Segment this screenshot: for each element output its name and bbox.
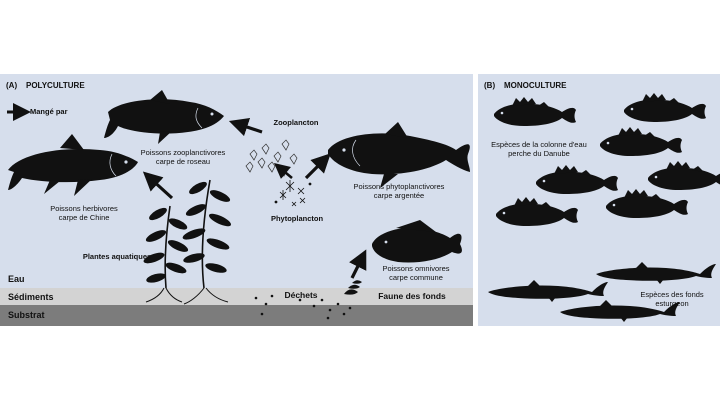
arrow-benthos-to-common-carp: [349, 249, 367, 279]
perch-fish-4: [536, 165, 618, 194]
common-carp-fish: [372, 220, 462, 263]
grass-carp-fish: [8, 134, 138, 196]
aquatic-plant-left: [143, 205, 189, 303]
omnivore-line1: Poissons omnivores: [382, 264, 450, 273]
zooplanktivore-line2: carpe de roseau: [155, 157, 211, 166]
perch-fish-1: [494, 97, 576, 126]
benthos-label: Faune des fonds: [378, 291, 446, 301]
panel-a-title: POLYCULTURE: [26, 81, 85, 90]
bottom-species-label: Espèces des fonds esturgeon: [628, 290, 716, 308]
sediment-layer-label: Sédiments: [8, 292, 54, 302]
water-column-line1: Espèces de la colonne d'eau: [491, 140, 587, 149]
omnivore-line2: carpe commune: [389, 273, 443, 282]
phytoplanktivore-label: Poissons phytoplanctivores carpe argenté…: [344, 182, 454, 200]
substrate-layer-label: Substrat: [8, 310, 45, 320]
water-column-label: Espèces de la colonne d'eau perche du Da…: [484, 140, 594, 158]
zooplankton-cluster: [245, 139, 298, 177]
legend-label: Mangé par: [30, 107, 68, 116]
perch-fish-2: [624, 93, 706, 122]
panel-b-letter: (B): [484, 81, 496, 90]
arrow-phyto-to-silver-carp: [304, 153, 331, 180]
zooplanktivore-line1: Poissons zooplanctivores: [140, 148, 226, 157]
zooplankton-label: Zooplancton: [273, 118, 319, 127]
silver-carp-fish: [328, 122, 470, 188]
perch-fish-5: [648, 161, 720, 190]
monoculture-panel: (B) MONOCULTURE Espèces de la colonne d'…: [478, 74, 720, 326]
water-column-line2: perche du Danube: [508, 149, 570, 158]
phytoplanktivore-line2: carpe argentée: [373, 191, 425, 200]
bottom-species-line1: Espèces des fonds: [640, 290, 704, 299]
polyculture-illustration: [7, 90, 470, 320]
perch-fish-3: [600, 127, 682, 156]
herbivore-line1: Poissons herbivores: [50, 204, 118, 213]
bottom-species-line2: esturgeon: [655, 299, 689, 308]
polyculture-panel: (A) POLYCULTURE Mangé par Poissons herbi…: [0, 74, 473, 326]
phytoplankton-label: Phytoplancton: [270, 214, 324, 223]
phytoplanktivore-line1: Poissons phytoplanctivores: [353, 182, 445, 191]
panel-b-title: MONOCULTURE: [504, 81, 567, 90]
zooplanktivore-label: Poissons zooplanctivores carpe de roseau: [128, 148, 238, 166]
aquatic-plant-right: [182, 179, 232, 305]
aquatic-plants-label: Plantes aquatiques: [82, 252, 152, 261]
arrow-plants-to-herbivore: [142, 171, 174, 200]
substrate-layer: [0, 305, 473, 326]
arrow-zoo-to-zooplanktivore: [228, 117, 263, 137]
omnivore-label: Poissons omnivores carpe commune: [366, 264, 466, 282]
herbivore-line2: carpe de Chine: [58, 213, 110, 222]
zooplanktivore-carp-fish: [104, 90, 224, 144]
benthic-fauna: [344, 280, 362, 295]
monoculture-illustration: [488, 93, 720, 322]
arrow-phyto-to-zoo: [274, 163, 293, 179]
water-layer-label: Eau: [8, 274, 25, 284]
waste-label: Déchets: [284, 290, 318, 300]
phytoplankton-cluster: [274, 180, 312, 207]
sturgeon-fish-2: [488, 280, 608, 302]
panel-a-letter: (A): [6, 81, 18, 90]
perch-fish-6: [496, 197, 578, 226]
sturgeon-fish-1: [596, 262, 716, 284]
perch-fish-7: [606, 189, 688, 218]
waste-pellets: [254, 294, 352, 320]
herbivore-label: Poissons herbivores carpe de Chine: [34, 204, 134, 222]
